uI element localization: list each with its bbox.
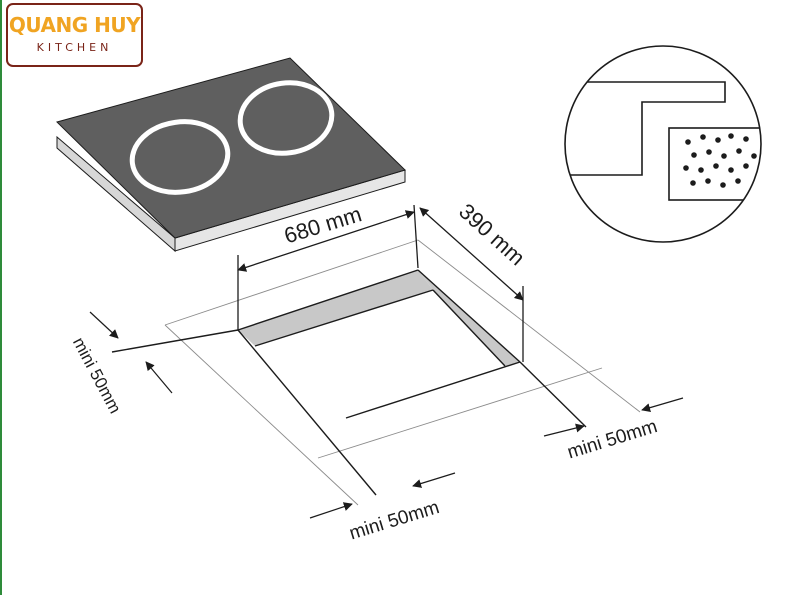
detail-cooktop-profile	[565, 81, 726, 176]
logo-subtitle: KITCHEN	[36, 41, 113, 54]
front-clearance-dimension: mini 50mm	[309, 472, 456, 544]
left-clearance-label: mini 50mm	[69, 334, 125, 416]
cooktop-glass-surface	[56, 57, 406, 239]
detail-particles	[683, 133, 757, 188]
right-clearance-label: mini 50mm	[565, 416, 660, 463]
burner-ring-left	[129, 119, 231, 195]
depth-label: 390 mm	[454, 199, 530, 271]
countertop-cutout	[111, 269, 587, 496]
left-clearance-dimension: mini 50mm	[69, 311, 173, 417]
logo-name: QUANG HUY	[8, 13, 141, 37]
detail-countertop-section	[668, 127, 761, 201]
cooktop-illustration	[56, 57, 406, 253]
countertop-back-edge	[111, 329, 239, 353]
burner-ring-right	[237, 80, 335, 156]
right-clearance-dimension: mini 50mm	[543, 397, 684, 463]
front-clearance-label: mini 50mm	[347, 497, 442, 544]
depth-dimension: 390 mm	[419, 199, 530, 362]
cutout-back-wall	[238, 270, 433, 346]
detail-circle	[564, 45, 762, 243]
brand-logo: QUANG HUY KITCHEN	[6, 3, 143, 67]
left-border-line	[0, 0, 2, 595]
